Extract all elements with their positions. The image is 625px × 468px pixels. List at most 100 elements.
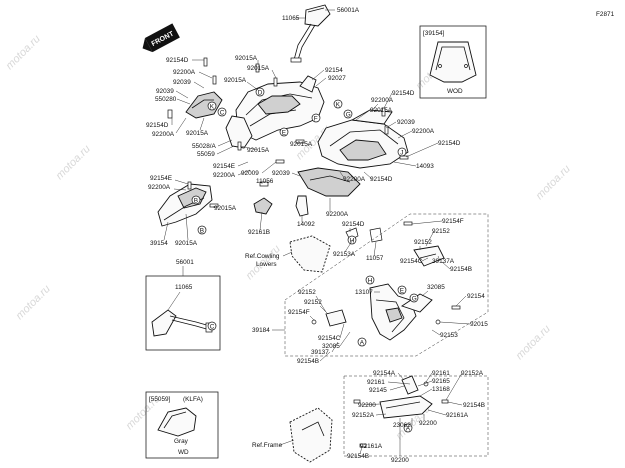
callout-11056: 11056 [256,178,274,185]
callout-39137a: 39137A [432,258,455,265]
ref-frame-label: Ref.Frame [252,442,283,449]
callout-11065: 11065 [282,15,300,22]
callout-92200a-f: 92200A [343,176,366,183]
callout-92154d-c: 92154D [392,90,415,97]
callout-92152: 92152 [432,228,450,235]
left-inner-panel [185,91,223,119]
callout-55059: 55059 [197,151,215,158]
callout-92152a-b: 92152A [352,412,375,419]
callout-92153: 92153 [440,332,458,339]
ref-letter-b-2: B [200,227,204,234]
callout-92154-b: 92154 [467,293,485,300]
callout-92154b-d: 92154B [347,453,369,460]
callout-92015a-f: 92015A [247,147,270,154]
callout-92039-c: 92039 [397,119,415,126]
inset-mirror-lower [145,275,221,351]
callout-92161a: 92161A [446,412,469,419]
callout-56001a: 56001A [337,7,360,14]
callout-92009: 92009 [241,170,259,177]
callout-11065-lower: 11065 [175,284,193,291]
callout-92154d-f: 92154D [342,221,365,228]
callout-92152-b: 92152 [414,239,432,246]
ref-frame-shape [289,407,333,463]
inset-meter-cover: [55059] (KLFA) Gray WD [145,391,219,459]
callout-92161: 92161 [432,370,450,377]
callout-92154b-c: 92154B [463,402,485,409]
callout-92152a: 92152A [461,370,484,377]
ref-cowling-lowers-shape [289,235,331,273]
callout-14093: 14093 [416,163,434,170]
callout-92015a-h: 92015A [214,205,237,212]
mirror-upper [290,4,331,63]
callout-92154c-b: 92154C [318,335,341,342]
ref-letter-k: K [210,103,215,110]
watermark: motoa.ru [14,283,53,322]
watermark: motoa.ru [514,323,553,362]
callout-92200-c: 92200 [391,457,409,464]
callout-550280: 550280 [155,96,177,103]
left-panel-lower [225,115,253,149]
callout-92154d-e: 92154D [370,176,393,183]
callout-92200a-b: 92200A [152,131,175,138]
ref-letter-c: C [220,109,225,116]
center-inner-cover [297,167,361,197]
callout-92200a-e: 92200A [213,172,236,179]
callout-92154f: 92154F [442,218,464,225]
callout-32085: 32085 [427,284,445,291]
ref-letter-d: D [258,89,263,96]
callout-92015a-g: 92015A [290,141,313,148]
callout-92154f-b: 92154F [288,309,310,316]
ref-letter-b: B [194,197,198,204]
callout-92200-b: 92200 [419,420,437,427]
callout-55028a: 55028/A [192,143,217,150]
callout-92154d: 92154D [166,57,189,64]
right-side-cowl [317,109,409,169]
callout-23062: 23062 [393,422,411,429]
callout-13168: 13168 [432,386,450,393]
diagram-code: F2871 [596,11,615,18]
callout-92154: 92154 [325,67,343,74]
watermark: motoa.ru [54,143,93,182]
callout-92154d-d: 92154D [438,140,461,147]
ref-letter-c-2: C [210,323,215,330]
callout-92015: 92015 [470,321,488,328]
ref-cowling-label: Ref.Cowling [245,253,280,260]
ref-letter-a-2: A [406,425,411,432]
callout-92015a-c: 92015A [247,65,270,72]
callout-92015a-e: 92015A [370,107,393,114]
meter-bracket [343,375,489,457]
callout-92154d-b: 92154D [146,122,169,129]
watermark: motoa.ru [534,163,573,202]
callout-13107: 13107 [355,289,373,296]
callout-labels: 92154D 92200A 92039 92039 550280 92154D … [146,55,488,464]
callout-39137: 39137 [311,349,329,356]
callout-56001: 56001 [176,259,194,266]
callout-92154e-b: 92154E [150,175,172,182]
callout-92161b: 92161B [248,229,270,236]
callout-92039: 92039 [173,79,191,86]
callout-92154b: 92154B [450,266,472,273]
callout-92154c: 92154C [400,258,423,265]
inset-color: Gray [174,438,189,445]
callout-92154b-b: 92154B [297,358,319,365]
callout-92161a-b: 92161A [360,443,383,450]
callout-92200a-g: 92200A [148,184,171,191]
ref-letter-j: J [400,149,403,156]
ref-letter-e: E [282,129,286,136]
ref-cowling-label-2: Lowers [256,261,277,268]
reference-letters: K C D E F K G J B B C H H E G A A [191,87,419,433]
callout-92154a: 92154A [373,370,396,377]
callout-11057: 11057 [366,255,384,262]
ref-letter-k-2: K [336,101,341,108]
callout-92152-c: 92152 [298,289,316,296]
inset-windshield: [39154] WOD [419,25,487,99]
callout-92200a-c: 92200A [371,97,394,104]
callout-92015a-i: 92015A [175,240,198,247]
front-marker: FRONT [142,23,180,53]
callout-92039-b: 92039 [156,88,174,95]
inset-code-2: [55059] [149,396,171,403]
callout-14092: 14092 [297,221,315,228]
callout-92161-b: 92161 [367,379,385,386]
ref-letter-a: A [360,339,365,346]
inset-code: [39154] [423,30,445,37]
